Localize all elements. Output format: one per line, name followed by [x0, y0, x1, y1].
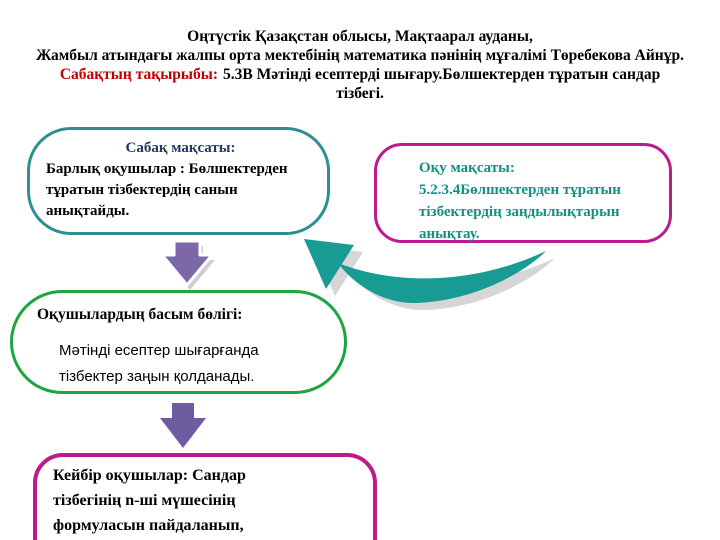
some-students-box: Кейбір оқушылар: Сандар тізбегінің n-ші … [33, 453, 377, 540]
some-students-body: Кейбір оқушылар: Сандар тізбегінің n-ші … [53, 467, 246, 534]
down-arrow-icon [160, 403, 206, 448]
lesson-goal-body: Барлық оқушылар : Бөлшектерден тұратын т… [46, 161, 288, 219]
curved-left-arrow-icon [304, 239, 555, 311]
lesson-topic-label: Сабақтың тақырыбы: [59, 66, 219, 83]
school-info-line-2: Жамбыл атындағы жалпы орта мектебінің ма… [36, 47, 684, 64]
lesson-goal-box: Сабақ мақсаты: Барлық оқушылар : Бөлшект… [27, 127, 330, 235]
learning-goal-body: 5.2.3.4Бөлшектерден тұратын тізбектердің… [419, 182, 621, 242]
majority-body: Мәтінді есептер шығарғанда тізбектер заң… [59, 342, 259, 385]
lesson-goal-title: Сабақ мақсаты: [125, 140, 236, 156]
majority-title: Оқушылардың басым бөлігі: [37, 306, 243, 323]
down-arrow-shape [160, 403, 206, 448]
down-arrow-shape [160, 239, 214, 287]
learning-goal-box: Оқу мақсаты: 5.2.3.4Бөлшектерден тұратын… [374, 143, 672, 243]
lesson-topic-text: 5.3В Мәтінді есептерді шығару.Бөлшектерд… [223, 66, 661, 102]
school-info-line-1: Оңтүстік Қазақстан облысы, Мақтаарал ауд… [187, 28, 533, 45]
majority-students-box: Оқушылардың басым бөлігі: Мәтінді есепте… [10, 290, 347, 394]
learning-goal-title: Оқу мақсаты: [419, 160, 515, 176]
down-arrow-icon [160, 239, 215, 290]
slide-header: Оңтүстік Қазақстан облысы, Мақтаарал ауд… [36, 27, 684, 103]
curved-arrow-shape [304, 239, 546, 304]
lesson-topic: Сабақтың тақырыбы:5.3В Мәтінді есептерді… [36, 65, 684, 103]
